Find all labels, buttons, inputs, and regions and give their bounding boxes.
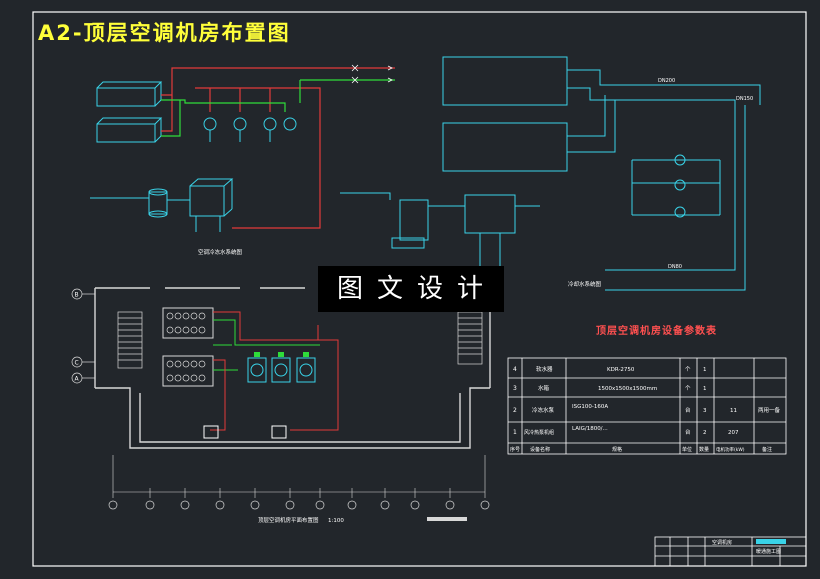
table-row-3-spec: ISG100-160A xyxy=(572,404,608,410)
axis-label-a: A xyxy=(75,376,80,383)
table-row-1-unit: 个 xyxy=(685,366,691,373)
title-block-highlight xyxy=(756,539,786,544)
drawing-title: A2-顶层空调机房布置图 xyxy=(38,21,291,45)
chilled-water-system-diagram xyxy=(90,64,395,232)
equipment-table-title: 顶层空调机房设备参数表 xyxy=(596,326,717,337)
plan-dimension-line xyxy=(112,455,486,498)
floor-plan: B C A xyxy=(71,287,491,521)
pipe-label-dn150: DN150 xyxy=(736,96,753,102)
axis-label-b: B xyxy=(75,292,79,299)
table-row-4-power: 207 xyxy=(728,430,739,436)
water-treatment-equipment xyxy=(340,192,540,270)
plan-heat-pump-2 xyxy=(162,355,214,387)
pipe-label-dn80: DN80 xyxy=(668,264,682,270)
stairs-right xyxy=(457,311,483,365)
plan-scale: 1:100 xyxy=(328,518,344,524)
table-header-no: 序号 xyxy=(510,446,520,453)
table-row-3-no: 2 xyxy=(513,407,517,414)
table-row-2-qty: 1 xyxy=(703,386,707,392)
plan-tank-b xyxy=(271,425,287,439)
table-row-2-name: 水箱 xyxy=(538,384,550,392)
pipe-label-dn200: DN200 xyxy=(658,78,675,84)
table-header-qty: 数量 xyxy=(699,446,709,453)
table-row-2-unit: 个 xyxy=(685,385,691,392)
plan-heat-pump-1 xyxy=(162,307,214,339)
title-block-drawing-no: 暖通施工图 xyxy=(756,548,781,555)
table-header-spec: 规格 xyxy=(612,446,622,453)
table-row-3-power: 11 xyxy=(730,408,737,414)
table-header-remark: 备注 xyxy=(762,446,772,453)
table-row-2-no: 3 xyxy=(513,385,517,392)
table-row-4-name: 风冷热泵机组 xyxy=(524,429,554,436)
table-row-3-remark: 两用一备 xyxy=(758,406,781,414)
stairs-left xyxy=(117,311,143,369)
equipment-table-grid xyxy=(507,357,787,455)
table-row-2-spec: 1500x1500x1500mm xyxy=(598,386,657,392)
table-row-1-name: 软水器 xyxy=(536,365,553,373)
table-row-1-spec: KDR-2750 xyxy=(607,367,635,373)
table-header-name: 设备名称 xyxy=(530,446,550,453)
table-row-4-no: 1 xyxy=(513,429,517,436)
axis-label-c: C xyxy=(75,360,79,367)
plan-pipes-red xyxy=(210,311,339,431)
scale-bar xyxy=(427,517,467,521)
heat-pump-unit-1 xyxy=(96,81,163,107)
system-diagram-left-caption: 空调冷冻水系统图 xyxy=(198,248,243,256)
drawing-border-outer xyxy=(32,11,807,567)
table-row-1-no: 4 xyxy=(513,366,517,373)
plan-walls xyxy=(94,287,491,449)
table-row-4-qty: 2 xyxy=(703,430,707,436)
title-block xyxy=(654,536,807,567)
table-header-unit: 单位 xyxy=(682,446,692,453)
expansion-tank xyxy=(90,188,190,218)
table-row-3-name: 冷冻水泵 xyxy=(532,406,555,414)
valve-symbols xyxy=(351,64,393,84)
cooling-unit-2 xyxy=(442,122,568,172)
supply-pipe-network xyxy=(161,67,395,229)
water-tank-box xyxy=(189,178,234,232)
table-row-4-spec: LAIG/1800/... xyxy=(572,426,608,432)
cooling-pipe-network xyxy=(567,69,761,291)
plan-pumps xyxy=(247,357,316,383)
table-header-power: 电机功率(kW) xyxy=(716,446,745,453)
table-row-3-qty: 3 xyxy=(703,408,707,414)
system-diagram-right-caption: 冷却水系统图 xyxy=(568,280,602,288)
return-pipe-network xyxy=(161,79,395,137)
plan-tank-a xyxy=(203,425,219,439)
cooling-unit-1 xyxy=(442,56,568,106)
chilled-water-pumps xyxy=(203,117,297,142)
table-row-4-unit: 台 xyxy=(685,428,691,436)
plan-caption: 顶层空调机房平面布置图 xyxy=(258,516,319,524)
cooling-water-system-diagram xyxy=(340,56,761,291)
title-block-project: 空调机房 xyxy=(712,539,732,546)
plan-pump-markers xyxy=(254,352,309,357)
table-row-1-qty: 1 xyxy=(703,367,707,373)
table-row-3-unit: 台 xyxy=(685,406,691,414)
heat-pump-unit-2 xyxy=(96,117,163,143)
plan-axis-bubbles xyxy=(108,500,490,510)
watermark-label: 图文设计 xyxy=(318,266,504,312)
plan-left-axis xyxy=(71,288,95,384)
